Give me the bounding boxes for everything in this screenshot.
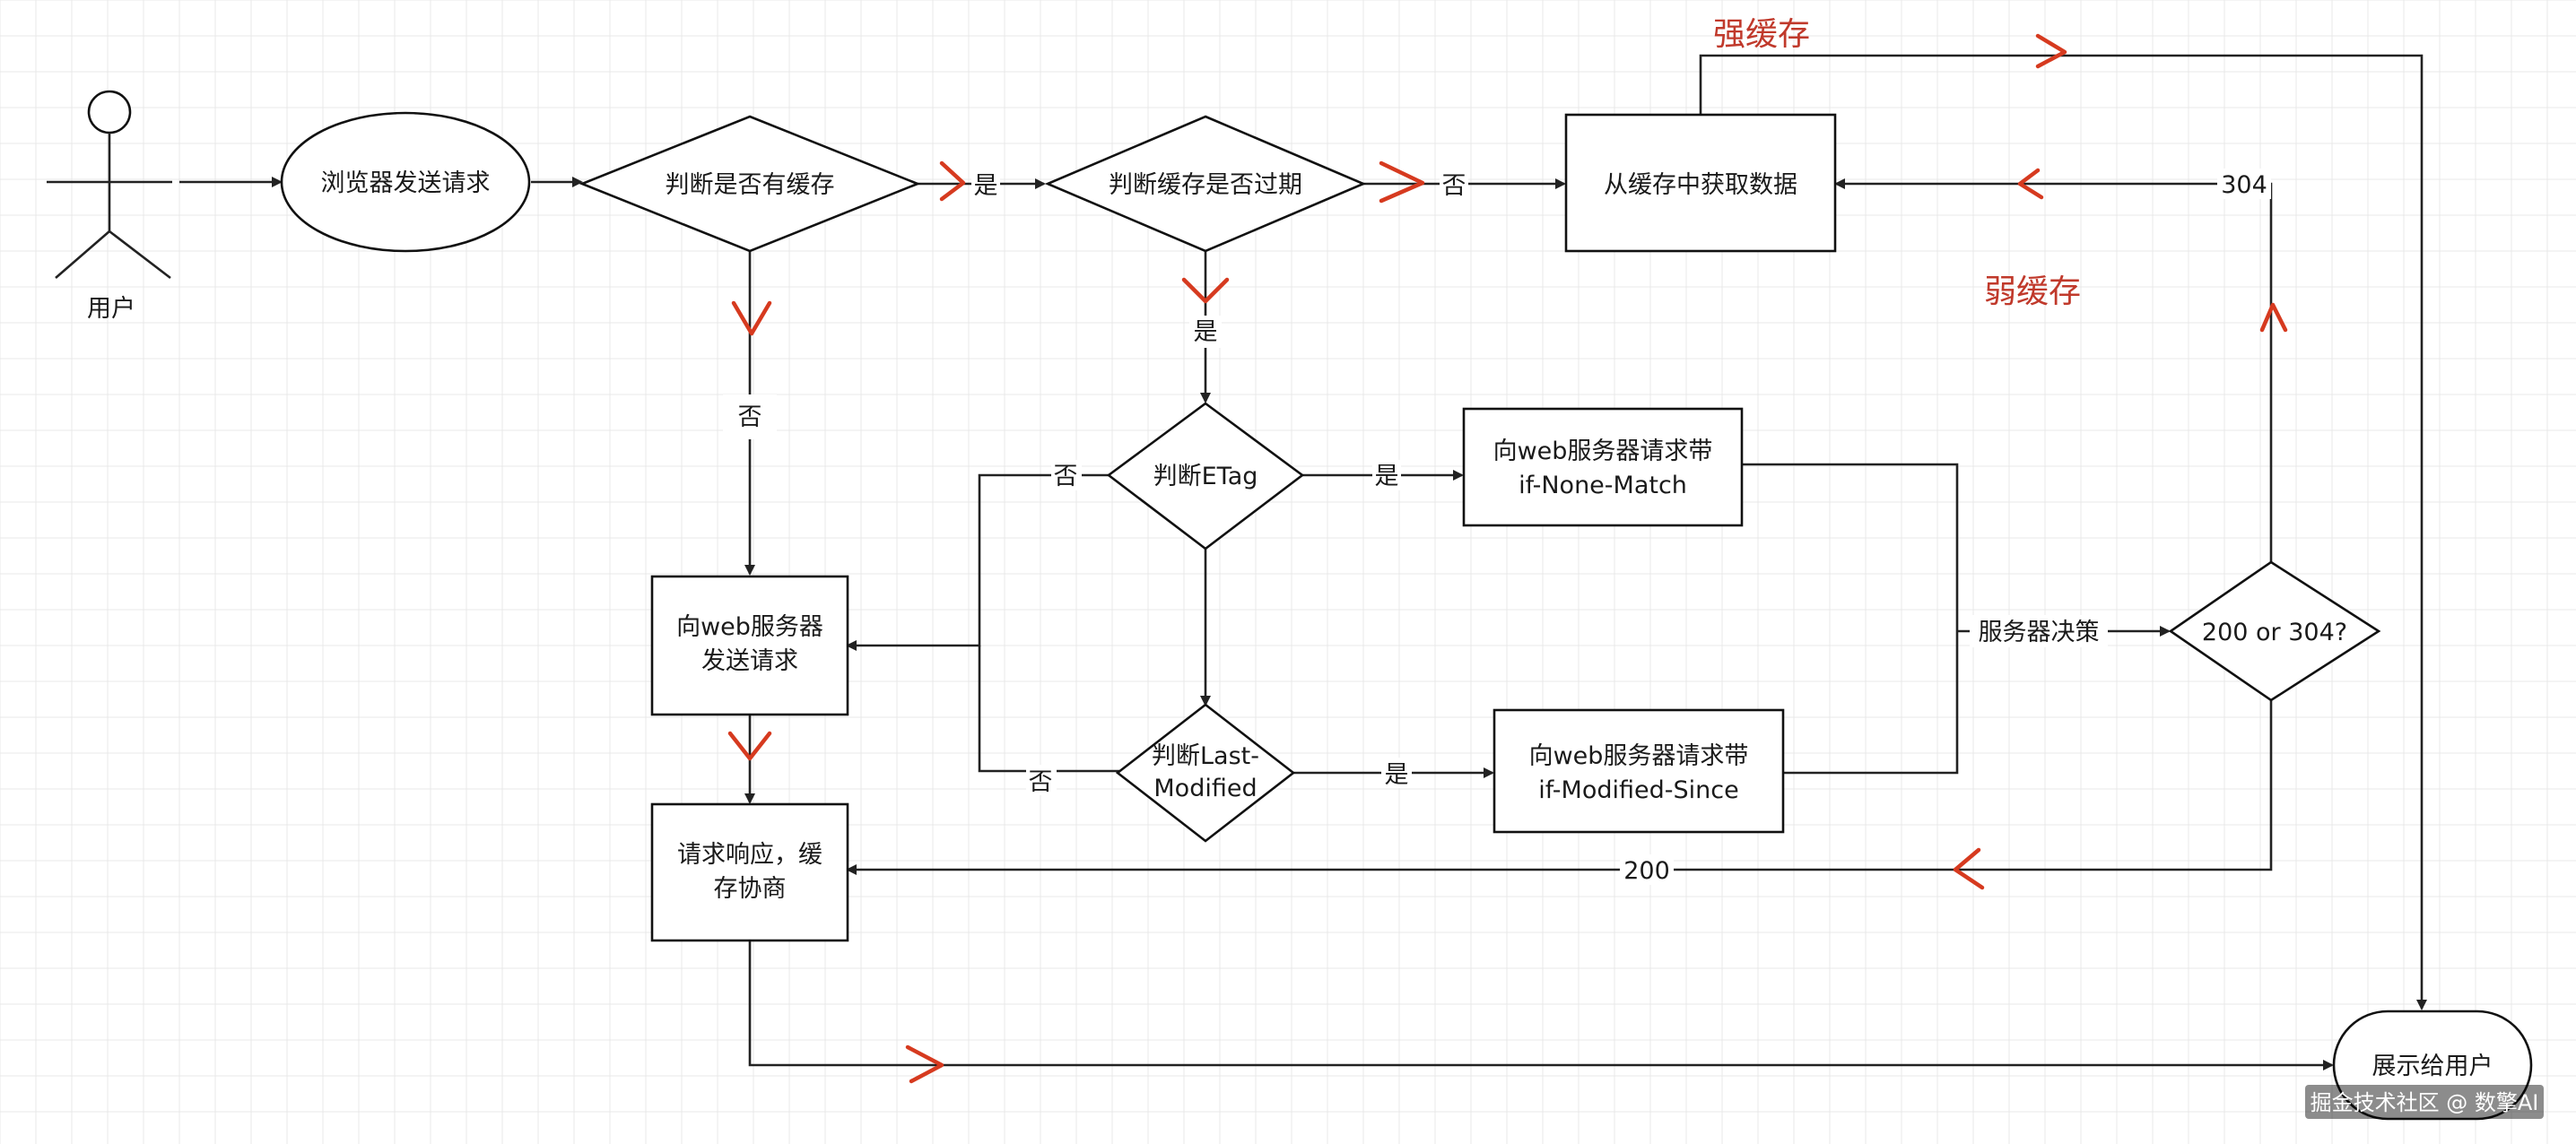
check-expired-label: 判断缓存是否过期 xyxy=(1109,171,1302,199)
red-chevron-mark xyxy=(905,1044,944,1084)
response-negotiate-line2: 存协商 xyxy=(714,875,787,903)
red-chevron-mark xyxy=(727,731,772,761)
send-request-line1: 向web服务器 xyxy=(676,613,823,641)
label-etag-no: 否 xyxy=(1054,463,1078,490)
check-last-modified-line2: Modified xyxy=(1153,775,1257,802)
label-expired-yes: 是 xyxy=(1194,318,1218,346)
request-if-none-match-line2: if-None-Match xyxy=(1519,472,1687,499)
status-decision-node: 200 or 304? xyxy=(2168,560,2381,702)
edge-none-match-to-server xyxy=(1742,463,1959,631)
browser-request-node: 浏览器发送请求 xyxy=(280,111,531,253)
request-if-modified-since-node: 向web服务器请求带 if-Modified-Since xyxy=(1493,708,1785,834)
edge-response-to-show-user xyxy=(748,940,2334,1070)
weak-cache-annotation: 弱缓存 xyxy=(1984,273,2081,310)
red-annotation-marks xyxy=(727,33,2288,1084)
request-if-modified-since-line1: 向web服务器请求带 xyxy=(1529,742,1749,770)
request-if-none-match-node: 向web服务器请求带 if-None-Match xyxy=(1462,407,1744,527)
edge-labels: 是 否 否 是 是 否 是 否 服务器决策 304 200 xyxy=(723,169,2271,885)
edge-last-modified-no xyxy=(978,646,1119,773)
watermark: 掘金技术社区 @ 数擎AI xyxy=(2305,1085,2544,1119)
check-etag-label: 判断ETag xyxy=(1153,463,1258,490)
browser-request-label: 浏览器发送请求 xyxy=(321,169,491,197)
show-user-label: 展示给用户 xyxy=(2372,1053,2493,1080)
label-etag-yes: 是 xyxy=(1375,463,1399,490)
edge-modified-since-to-server xyxy=(1783,631,1959,775)
red-chevron-mark xyxy=(2035,33,2067,69)
label-server-decides: 服务器决策 xyxy=(1979,619,2100,646)
red-chevron-mark xyxy=(2259,302,2288,333)
label-last-modified-no: 否 xyxy=(1029,768,1053,796)
send-request-line2: 发送请求 xyxy=(701,647,798,675)
show-user-node: 展示给用户 xyxy=(2332,1010,2533,1121)
red-chevron-mark xyxy=(2017,168,2044,200)
response-negotiate-node: 请求响应，缓 存协商 xyxy=(650,802,849,942)
response-negotiate-line1: 请求响应，缓 xyxy=(677,841,822,869)
red-chevron-mark xyxy=(1953,847,1985,890)
red-chevron-mark xyxy=(1379,160,1425,204)
red-chevron-mark xyxy=(1181,277,1230,304)
user-actor-icon xyxy=(47,90,172,280)
check-cache-label: 判断是否有缓存 xyxy=(666,171,835,199)
get-from-cache-node: 从缓存中获取数据 xyxy=(1564,113,1837,253)
status-decision-label: 200 or 304? xyxy=(2202,619,2347,646)
request-if-none-match-line1: 向web服务器请求带 xyxy=(1493,438,1713,465)
check-cache-node: 判断是否有缓存 xyxy=(579,115,921,253)
label-status-200: 200 xyxy=(1623,857,1670,885)
strong-cache-annotation: 强缓存 xyxy=(1713,16,1810,53)
label-last-modified-yes: 是 xyxy=(1385,761,1409,789)
label-status-304: 304 xyxy=(2221,171,2267,199)
user-actor-label: 用户 xyxy=(87,295,135,323)
label-has-cache-yes: 是 xyxy=(974,172,998,200)
check-expired-node: 判断缓存是否过期 xyxy=(1044,115,1367,253)
label-expired-no: 否 xyxy=(1442,172,1466,200)
check-last-modified-line1: 判断Last- xyxy=(1152,742,1259,770)
red-chevron-mark xyxy=(939,160,966,202)
check-last-modified-node: 判断Last- Modified xyxy=(1115,703,1296,843)
send-request-node: 向web服务器 发送请求 xyxy=(650,575,849,716)
red-chevron-mark xyxy=(731,300,772,336)
label-has-cache-no: 否 xyxy=(738,403,762,431)
check-etag-node: 判断ETag xyxy=(1106,402,1305,550)
get-from-cache-label: 从缓存中获取数据 xyxy=(1604,171,1797,199)
watermark-text: 掘金技术社区 @ 数擎AI xyxy=(2311,1090,2539,1115)
request-if-modified-since-line2: if-Modified-Since xyxy=(1538,776,1738,804)
edge-200-to-response xyxy=(846,700,2273,875)
edge-etag-no xyxy=(846,473,1109,651)
